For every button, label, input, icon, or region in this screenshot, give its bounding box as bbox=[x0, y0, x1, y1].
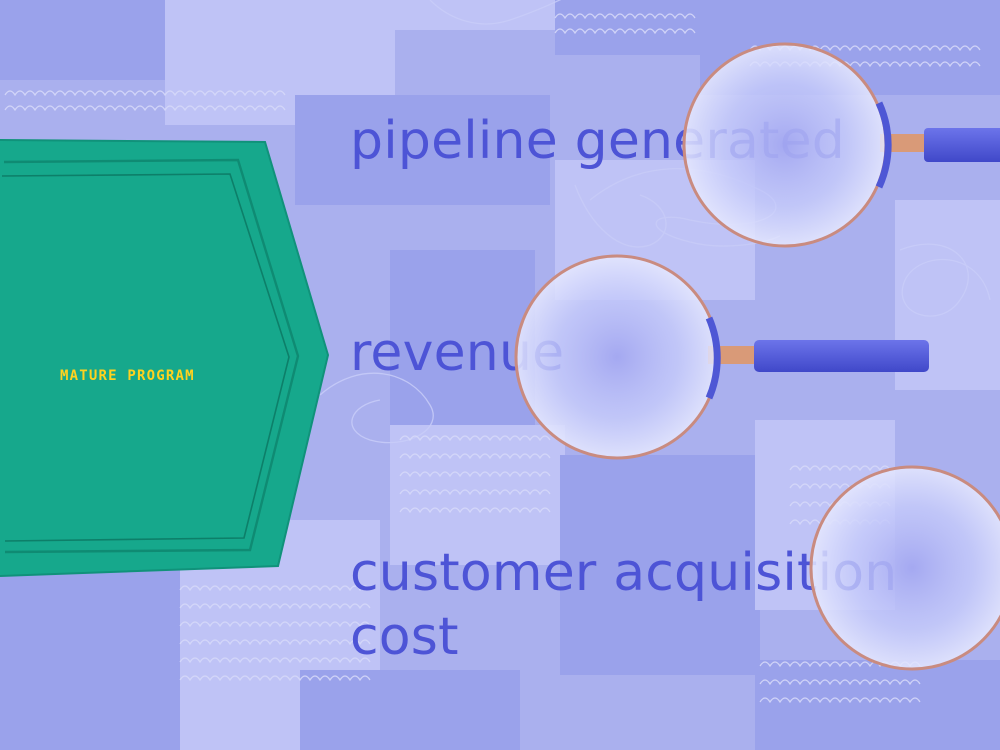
bg-panel bbox=[390, 250, 535, 425]
metric-pipeline-generated: pipeline generated bbox=[350, 111, 846, 171]
badge-sketch-line bbox=[1, 173, 290, 542]
badge-sketch-line bbox=[3, 158, 300, 554]
stitch-row bbox=[399, 489, 551, 496]
badge-hexagon bbox=[0, 140, 328, 576]
mature-program-label: MATURE PROGRAM bbox=[60, 368, 195, 384]
stitch-row bbox=[759, 679, 921, 686]
stitch-row bbox=[179, 585, 371, 592]
bg-panel bbox=[560, 455, 760, 675]
scribble bbox=[899, 243, 991, 317]
metric-customer-acquisition-line-1: customer acquisition bbox=[350, 543, 898, 603]
stitch-row bbox=[179, 603, 371, 610]
stitch-row bbox=[179, 621, 371, 628]
bg-panel bbox=[295, 95, 550, 205]
scribble bbox=[319, 372, 434, 444]
stitch-row bbox=[759, 697, 921, 704]
stitch-row bbox=[179, 639, 371, 646]
bg-panel bbox=[300, 670, 520, 750]
stitch-row bbox=[399, 471, 551, 478]
stitch-row bbox=[4, 90, 286, 97]
stitch-row bbox=[179, 675, 371, 682]
scribble bbox=[429, 0, 562, 25]
metric-revenue: revenue bbox=[350, 323, 565, 383]
bg-panel bbox=[395, 0, 555, 30]
stitch-row bbox=[179, 657, 371, 664]
bg-panel bbox=[0, 0, 165, 80]
stitch-row bbox=[399, 507, 551, 514]
stitch-row bbox=[554, 13, 696, 20]
bg-panel bbox=[755, 660, 1000, 750]
stitch-row bbox=[554, 28, 696, 35]
scribble bbox=[574, 184, 667, 248]
badge-sketch-line bbox=[0, 139, 330, 577]
metric-customer-acquisition-line-2: cost bbox=[350, 607, 459, 667]
bg-panel bbox=[0, 570, 180, 750]
stitch-row bbox=[4, 105, 286, 112]
